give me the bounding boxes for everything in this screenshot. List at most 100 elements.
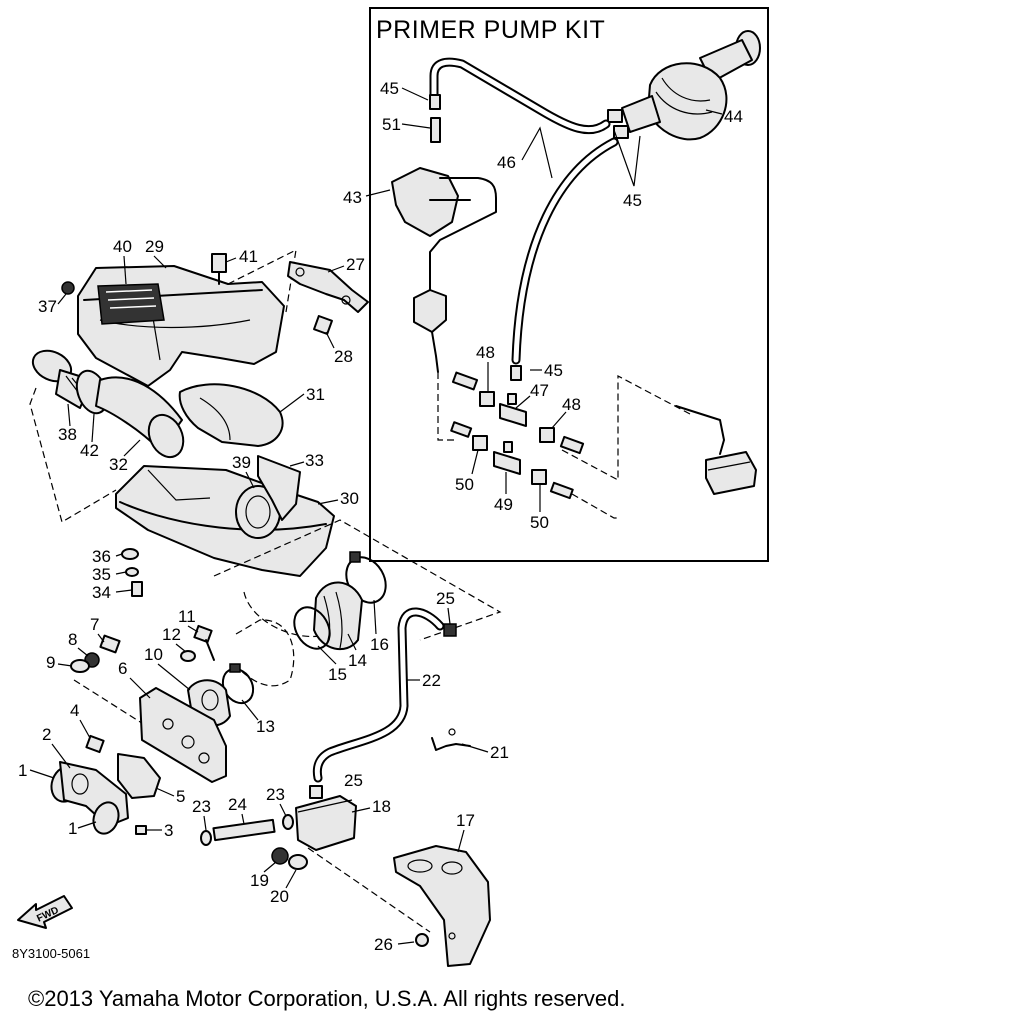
callout-26: 26 [374, 935, 393, 954]
clamp-15[interactable] [287, 601, 337, 655]
intake-joint-14[interactable] [313, 581, 363, 650]
bracket-33[interactable] [257, 455, 301, 521]
callout-45: 45 [544, 361, 563, 380]
callout-49: 49 [494, 495, 513, 514]
callout-37: 37 [38, 297, 57, 316]
callout-39: 39 [232, 453, 251, 472]
clip-48-left[interactable] [479, 391, 495, 407]
hose-clip-45[interactable] [429, 94, 441, 110]
carburetor-cover-43[interactable] [391, 167, 497, 291]
silencer-case-30[interactable] [115, 465, 335, 577]
callout-42: 42 [80, 441, 99, 460]
callout-45: 45 [380, 79, 399, 98]
callout-48: 48 [476, 343, 495, 362]
callout-48: 48 [562, 395, 581, 414]
spacer-24[interactable] [212, 818, 276, 842]
callout-1: 1 [18, 761, 27, 780]
bolt-37[interactable] [61, 281, 75, 295]
bolt-34[interactable] [131, 581, 143, 597]
callout-30: 30 [340, 489, 359, 508]
callout-50: 50 [530, 513, 549, 532]
callout-25: 25 [436, 589, 455, 608]
callout-32: 32 [109, 455, 128, 474]
bracket-17[interactable] [393, 845, 491, 967]
callout-22: 22 [422, 671, 441, 690]
t-joint-49[interactable] [493, 451, 521, 475]
callout-24: 24 [228, 795, 247, 814]
bolt-19[interactable] [271, 847, 289, 865]
clip-25-lower[interactable] [309, 785, 323, 799]
callout-31: 31 [306, 385, 325, 404]
callout-18: 18 [372, 797, 391, 816]
valve-assembly[interactable] [413, 289, 456, 441]
clip-50-left[interactable] [472, 435, 488, 451]
nut-3[interactable] [135, 825, 147, 835]
callout-43: 43 [343, 188, 362, 207]
hose-clip-45-lower[interactable] [510, 365, 522, 381]
callout-38: 38 [58, 425, 77, 444]
clip-50-right[interactable] [531, 469, 547, 485]
fwd-arrow-icon: FWD [17, 895, 73, 929]
bolt-41[interactable] [211, 253, 227, 285]
washer-9[interactable] [70, 659, 90, 673]
bolt-4[interactable] [85, 734, 105, 754]
washer-20[interactable] [288, 854, 308, 870]
nut-26[interactable] [415, 933, 429, 947]
callout-19: 19 [250, 871, 269, 890]
callout-2: 2 [42, 725, 51, 744]
callout-13: 13 [256, 717, 275, 736]
callout-9: 9 [46, 653, 55, 672]
callout-10: 10 [144, 645, 163, 664]
washer-35[interactable] [125, 567, 139, 577]
callout-45: 45 [623, 191, 642, 210]
washer-36[interactable] [121, 548, 139, 560]
clip-48-right[interactable] [539, 427, 555, 443]
gasket-5[interactable] [117, 753, 161, 799]
copyright-notice: ©2013 Yamaha Motor Corporation, U.S.A. A… [28, 986, 625, 1011]
gasket-1-lower[interactable] [89, 799, 122, 837]
intake-silencer-cover-29[interactable] [77, 265, 285, 387]
callout-27: 27 [346, 255, 365, 274]
hose-fitting[interactable] [451, 371, 479, 391]
mount-plate-6[interactable] [139, 687, 227, 783]
t-joint-47[interactable] [499, 403, 527, 427]
primer-pump-kit-panel: PRIMER PUMP KIT [343, 7, 769, 562]
callout-33: 33 [305, 451, 324, 470]
callout-8: 8 [68, 630, 77, 649]
callout-44: 44 [724, 107, 743, 126]
callout-40: 40 [113, 237, 132, 256]
callout-36: 36 [92, 547, 111, 566]
clip-23-left[interactable] [200, 830, 212, 846]
callout-41: 41 [239, 247, 258, 266]
intake-duct-31[interactable] [178, 383, 284, 447]
warning-label-40[interactable] [97, 283, 165, 325]
clip-25-upper[interactable] [443, 623, 457, 637]
intake-duct-32[interactable] [95, 376, 190, 462]
callout-20: 20 [270, 887, 289, 906]
primer-pump-44[interactable] [607, 30, 761, 141]
wire-clamp-21[interactable] [431, 728, 471, 751]
washer-12[interactable] [180, 650, 196, 662]
callout-1: 1 [68, 819, 77, 838]
callout-28: 28 [334, 347, 353, 366]
callout-23: 23 [192, 797, 211, 816]
callout-29: 29 [145, 237, 164, 256]
primer-switch[interactable] [675, 405, 757, 495]
clip-23-right[interactable] [282, 814, 294, 830]
callout-16: 16 [370, 635, 389, 654]
callout-25-label: 25 [344, 771, 363, 790]
bolt-7[interactable] [99, 634, 121, 654]
callout-23: 23 [266, 785, 285, 804]
connector-51[interactable] [430, 117, 441, 143]
callout-12: 12 [162, 625, 181, 644]
callout-15: 15 [328, 665, 347, 684]
callout-21: 21 [490, 743, 509, 762]
bracket-27[interactable] [287, 261, 369, 313]
screw-28[interactable] [313, 315, 333, 335]
fuel-filter-18[interactable] [295, 795, 357, 851]
callout-47: 47 [530, 381, 549, 400]
callout-6: 6 [118, 659, 127, 678]
primer-pump-kit-title: PRIMER PUMP KIT [376, 16, 605, 44]
callout-35: 35 [92, 565, 111, 584]
